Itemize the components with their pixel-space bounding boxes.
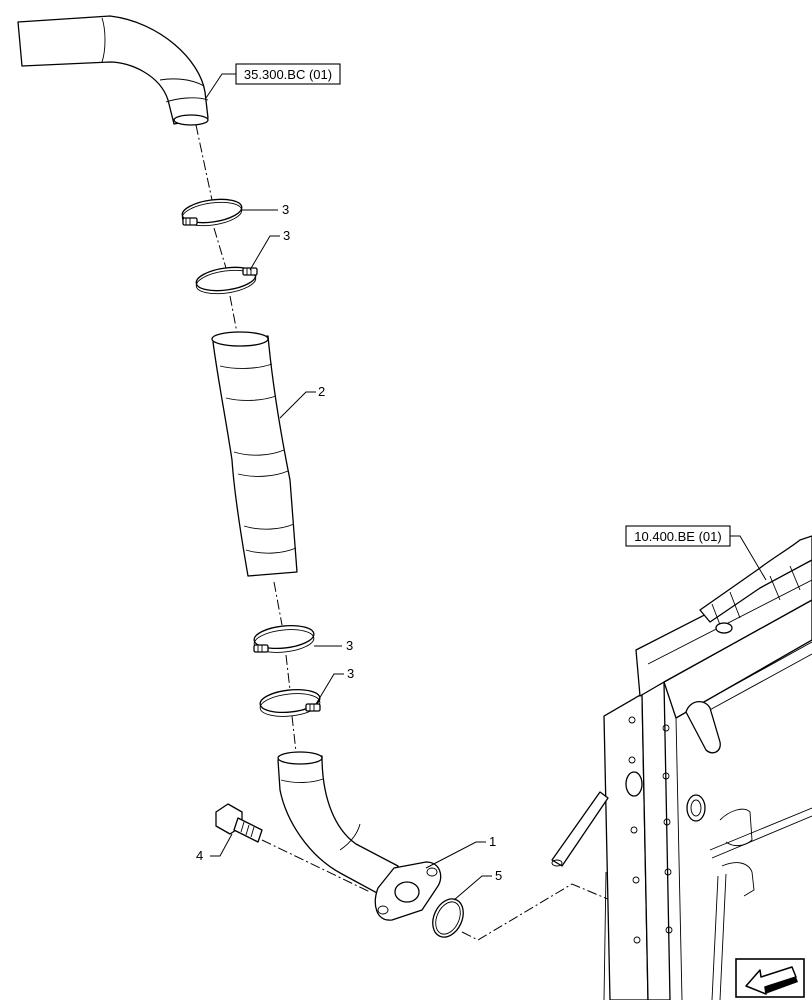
hose-clamp-c	[253, 624, 315, 653]
lower-pipe-flange	[277, 751, 442, 921]
ref-label-upper-text: 35.300.BC (01)	[244, 67, 332, 82]
o-ring-seal	[432, 898, 464, 938]
hose-clamp-d	[259, 688, 321, 717]
callout-clamp-b: 3	[283, 228, 290, 243]
reference-label-frame: 10.400.BE (01)	[625, 525, 767, 581]
callout-clamp-c: 3	[346, 638, 353, 653]
radiator-frame	[551, 535, 812, 1000]
flange-bolt	[215, 803, 263, 843]
direction-arrow-icon[interactable]	[735, 958, 805, 998]
hose-clamp-b	[195, 266, 258, 295]
callout-hose: 2	[318, 384, 325, 399]
hose-clamp-a	[181, 198, 243, 227]
ref-label-frame-text: 10.400.BE (01)	[634, 529, 721, 544]
callout-oring: 5	[495, 868, 502, 883]
upper-elbow-pipe	[17, 15, 209, 126]
callout-bolt: 4	[196, 848, 203, 863]
reference-label-upper: 35.300.BC (01)	[205, 63, 341, 99]
callout-clamp-a: 3	[282, 202, 289, 217]
coolant-hose	[211, 331, 298, 577]
callout-clamp-d: 3	[347, 666, 354, 681]
callout-pipe: 1	[489, 834, 496, 849]
